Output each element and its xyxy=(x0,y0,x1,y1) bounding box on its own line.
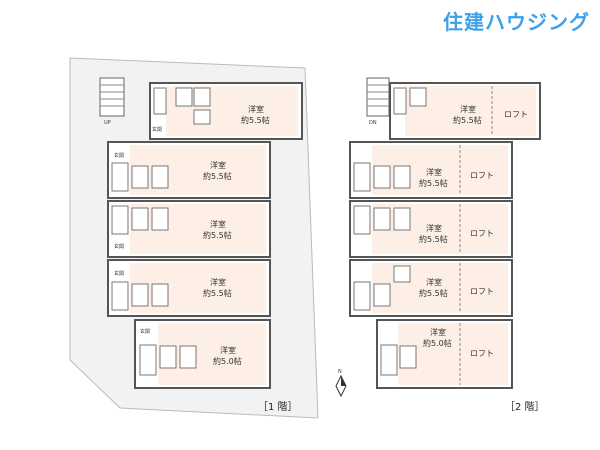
compass-north: N xyxy=(338,369,342,375)
room-label: 洋室 xyxy=(210,277,226,287)
entrance-label: 玄関 xyxy=(152,126,162,133)
brand-logo: 住建ハウジング xyxy=(443,10,590,34)
unit-2f-5: 洋室 約5.0帖 ロフト xyxy=(376,319,513,389)
stair-2f: DN xyxy=(366,77,390,126)
unit-1f-4: 洋室 約5.5帖 玄関 xyxy=(107,259,271,317)
room-label: 洋室 xyxy=(430,327,446,337)
room-size: 約5.5帖 xyxy=(453,115,482,125)
room-label: 洋室 xyxy=(210,160,226,170)
room-label: 洋室 xyxy=(248,104,264,114)
floor1-plan: UP 洋室 約5.5帖 玄関 洋室 約5.5帖 玄関 xyxy=(69,57,319,419)
unit-2f-2: 洋室 約5.5帖 ロフト xyxy=(349,141,513,199)
unit-1f-1: 洋室 約5.5帖 玄関 xyxy=(149,82,303,140)
stair-1f: UP xyxy=(99,77,125,126)
room-size: 約5.5帖 xyxy=(419,234,448,244)
room-size: 約5.0帖 xyxy=(423,338,452,348)
stair-mark: UP xyxy=(104,120,111,126)
floor2-label: ［2 階］ xyxy=(505,401,545,413)
room-size: 約5.5帖 xyxy=(203,230,232,240)
floor1-label: ［1 階］ xyxy=(258,401,298,413)
room-label: 洋室 xyxy=(426,223,442,233)
unit-2f-1: 洋室 約5.5帖 ロフト xyxy=(389,82,541,140)
unit-1f-2: 洋室 約5.5帖 玄関 xyxy=(107,141,271,199)
room-size: 約5.5帖 xyxy=(203,171,232,181)
entrance-label: 玄関 xyxy=(114,270,124,277)
entrance-label: 玄関 xyxy=(114,152,124,159)
loft-label: ロフト xyxy=(470,349,494,358)
room-label: 洋室 xyxy=(426,277,442,287)
entrance-label: 玄関 xyxy=(140,328,150,335)
room-size: 約5.5帖 xyxy=(419,178,448,188)
loft-label: ロフト xyxy=(470,229,494,238)
room-size: 約5.5帖 xyxy=(241,115,270,125)
entrance-label: 玄関 xyxy=(114,243,124,250)
compass: N xyxy=(335,369,347,398)
unit-1f-5: 洋室 約5.0帖 玄関 xyxy=(134,319,271,389)
room-label: 洋室 xyxy=(220,345,236,355)
room-size: 約5.0帖 xyxy=(213,356,242,366)
unit-2f-3: 洋室 約5.5帖 ロフト xyxy=(349,200,513,258)
loft-label: ロフト xyxy=(504,110,528,119)
loft-label: ロフト xyxy=(470,171,494,180)
unit-1f-3: 洋室 約5.5帖 玄関 xyxy=(107,200,271,258)
room-label: 洋室 xyxy=(426,167,442,177)
loft-label: ロフト xyxy=(470,287,494,296)
room-size: 約5.5帖 xyxy=(419,288,448,298)
room-size: 約5.5帖 xyxy=(203,288,232,298)
room-label: 洋室 xyxy=(460,104,476,114)
stair-mark: DN xyxy=(369,120,377,126)
unit-2f-4: 洋室 約5.5帖 ロフト xyxy=(349,259,513,317)
floor2-plan: DN 洋室 約5.5帖 ロフト 洋室 約5.5帖 ロフト xyxy=(349,77,545,413)
room-label: 洋室 xyxy=(210,219,226,229)
